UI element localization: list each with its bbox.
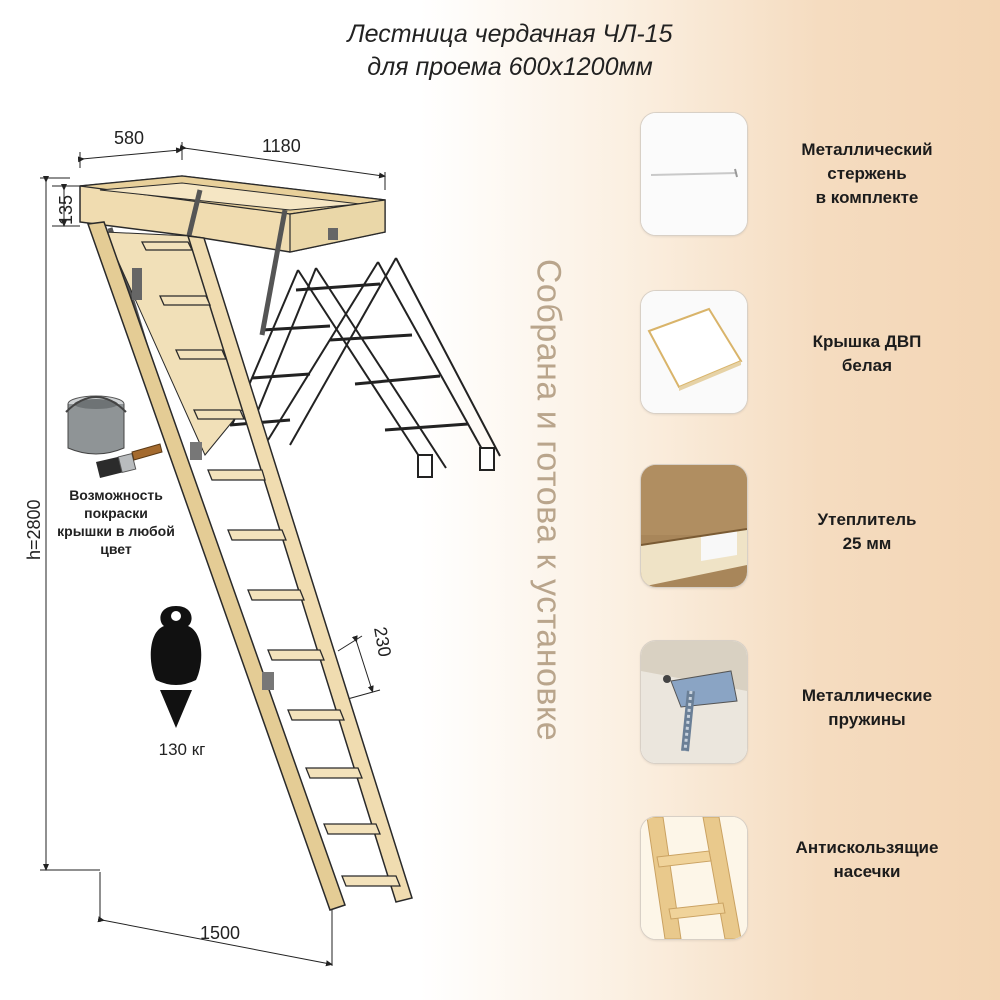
paint-can-icon: [65, 395, 127, 455]
feature-insulation-line-1: Утеплитель: [817, 510, 917, 529]
feature-anti-slip: Антискользящие насечки: [640, 816, 990, 940]
paint-note-line-1: Возможность: [69, 487, 163, 503]
dim-width-label: 580: [114, 128, 144, 148]
feature-metal-rod-line-3: в комплекте: [815, 188, 919, 207]
feature-anti-slip-label: Антискользящие насечки: [752, 836, 982, 884]
paint-note-line-2: покраски: [84, 505, 148, 521]
metal-rod-icon: [640, 112, 748, 236]
title-line-1: Лестница чердачная ЧЛ-15: [347, 20, 673, 48]
feature-anti-slip-line-1: Антискользящие: [795, 838, 939, 857]
feature-hatch-cover-line-2: белая: [841, 356, 893, 375]
product-title: Лестница чердачная ЧЛ-15 для проема 600х…: [300, 18, 720, 84]
feature-hatch-cover-label: Крышка ДВП белая: [752, 330, 982, 378]
feature-springs-line-1: Металлические: [801, 686, 933, 705]
dim-step-spacing-label: 230: [370, 625, 395, 658]
paint-note-line-4: цвет: [100, 541, 132, 557]
feature-metal-rod-label: Металлический стержень в комплекте: [752, 138, 982, 210]
metal-springs-icon: [640, 640, 748, 764]
feature-springs: Металлические пружины: [640, 640, 990, 764]
dim-total-height-label: h=2800: [24, 499, 44, 560]
dimension-lines: [40, 142, 386, 967]
feature-springs-line-2: пружины: [828, 710, 906, 729]
hatch-frame: [79, 175, 386, 253]
feature-insulation: Утеплитель 25 мм: [640, 464, 990, 588]
paint-note-line-3: крышки в любой: [57, 523, 175, 539]
feature-hatch-cover-line-1: Крышка ДВП: [812, 332, 922, 351]
paint-note: Возможность покраски крышки в любой цвет: [50, 486, 182, 558]
feature-insulation-line-2: 25 мм: [842, 534, 892, 553]
weight-icon: [150, 606, 202, 728]
anti-slip-steps-icon: [640, 816, 748, 940]
white-hatch-cover-icon: [640, 290, 748, 414]
feature-metal-rod: Металлический стержень в комплекте: [640, 112, 990, 236]
slogan-text: Собрана и готова к установке: [529, 258, 568, 742]
feature-metal-rod-line-2: стержень: [827, 164, 907, 183]
load-capacity: 130 кг: [158, 740, 206, 759]
metal-ladder-render: [229, 257, 501, 478]
dim-hatch-height-label: 135: [56, 195, 76, 225]
dim-footprint-label: 1500: [200, 923, 240, 943]
feature-springs-label: Металлические пружины: [752, 684, 982, 732]
insulation-icon: [640, 464, 748, 588]
paint-brush-icon: [96, 443, 163, 478]
dim-length-label: 1180: [262, 136, 301, 156]
feature-hatch-cover: Крышка ДВП белая: [640, 290, 990, 414]
feature-metal-rod-line-1: Металлический: [801, 140, 933, 159]
feature-anti-slip-line-2: насечки: [833, 862, 901, 881]
title-line-2: для проема 600х1200мм: [367, 53, 653, 81]
wooden-ladder: [86, 221, 413, 911]
feature-insulation-label: Утеплитель 25 мм: [752, 508, 982, 556]
